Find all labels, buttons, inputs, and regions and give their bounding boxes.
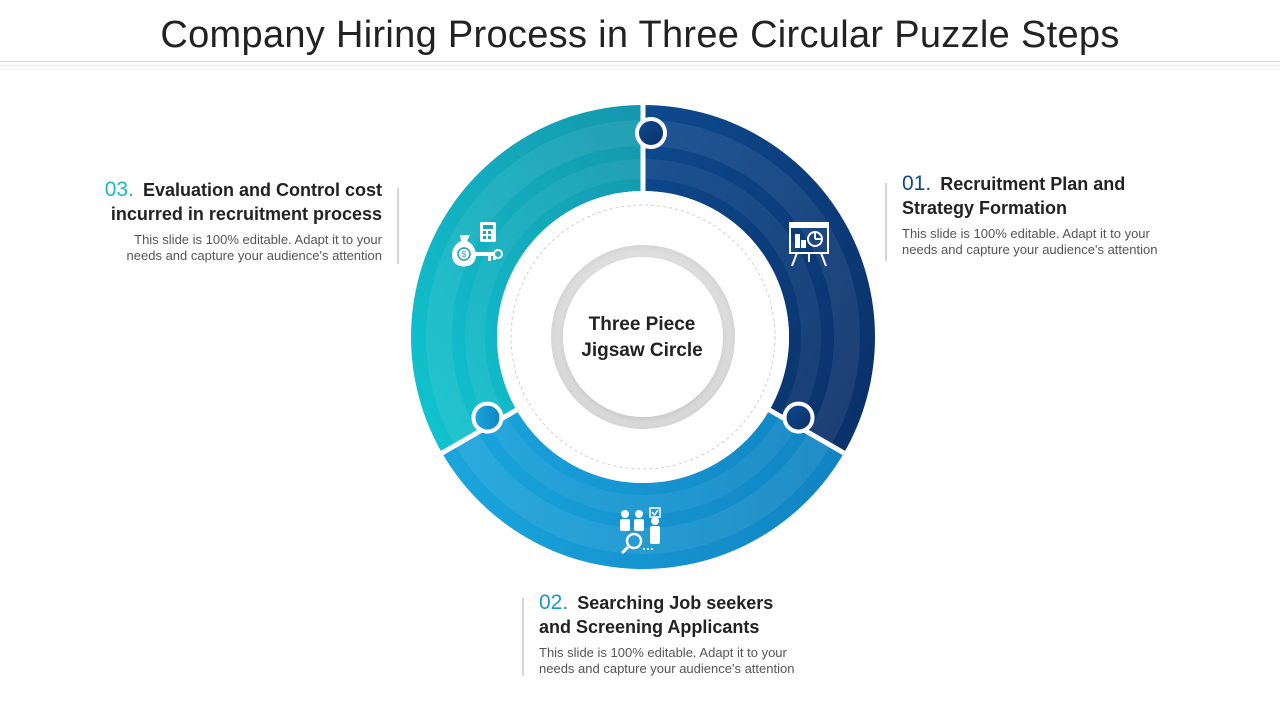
step-03-number: 03. <box>104 178 134 201</box>
step-03-title-line2: incurred in recruitment process <box>110 204 382 224</box>
step-03-description: This slide is 100% editable. Adapt it to… <box>80 232 382 264</box>
step-02-heading: 02. Searching Job seekers and Screening … <box>539 591 839 639</box>
step-01-divider <box>885 183 887 261</box>
candidate-search-icon <box>620 507 661 555</box>
presentation-board-icon <box>789 222 829 267</box>
puzzle-segment-03 <box>411 105 643 453</box>
step-01-text: 01. Recruitment Plan and Strategy Format… <box>902 172 1202 258</box>
step-01-title-line2: Strategy Formation <box>902 198 1068 218</box>
step-02-title-line2: and Screening Applicants <box>539 617 760 637</box>
title-rule <box>0 61 1280 62</box>
step-01-desc-line1: This slide is 100% editable. Adapt it to… <box>902 226 1150 241</box>
step-03-divider <box>397 188 399 264</box>
step-03-text: 03. Evaluation and Control cost incurred… <box>80 178 382 264</box>
step-01-number: 01. <box>902 172 932 195</box>
center-hub <box>563 257 723 417</box>
step-03-desc-line1: This slide is 100% editable. Adapt it to… <box>134 232 382 247</box>
puzzle-segment-01 <box>643 105 875 453</box>
step-01-heading: 01. Recruitment Plan and Strategy Format… <box>902 172 1202 220</box>
center-label-line2: Jigsaw Circle <box>581 340 703 361</box>
step-01-description: This slide is 100% editable. Adapt it to… <box>902 226 1202 258</box>
step-03-heading: 03. Evaluation and Control cost incurred… <box>80 178 382 226</box>
puzzle-segment-02 <box>442 410 844 569</box>
svg-text:$: $ <box>462 250 467 259</box>
step-02-number: 02. <box>539 591 569 614</box>
step-03-desc-line2: needs and capture your audience's attent… <box>126 248 382 263</box>
step-02-description: This slide is 100% editable. Adapt it to… <box>539 645 839 677</box>
step-02-title-line1: Searching Job seekers <box>577 593 774 613</box>
money-bag-calculator-icon: $ <box>452 222 503 267</box>
step-02-divider <box>522 598 524 676</box>
puzzle-knob <box>782 401 815 434</box>
title-rule <box>0 69 1280 70</box>
puzzle-joins <box>440 105 846 456</box>
segment-divider-line <box>768 407 846 456</box>
dashed-ring <box>510 204 776 470</box>
puzzle-knob <box>635 117 667 149</box>
title-rule <box>0 65 1280 66</box>
step-03-title-line1: Evaluation and Control cost <box>142 180 382 200</box>
step-02-desc-line1: This slide is 100% editable. Adapt it to… <box>539 645 787 660</box>
step-01-desc-line2: needs and capture your audience's attent… <box>902 242 1158 257</box>
center-label-line1: Three Piece <box>588 314 696 335</box>
step-02-desc-line2: needs and capture your audience's attent… <box>539 661 795 676</box>
center-label: Three Piece Jigsaw Circle <box>564 312 720 364</box>
step-02-text: 02. Searching Job seekers and Screening … <box>539 591 839 677</box>
step-01-title-line1: Recruitment Plan and <box>940 174 1126 194</box>
puzzle-knob <box>471 401 504 434</box>
segment-divider-line <box>440 407 518 456</box>
page-title: Company Hiring Process in Three Circular… <box>160 14 1120 56</box>
